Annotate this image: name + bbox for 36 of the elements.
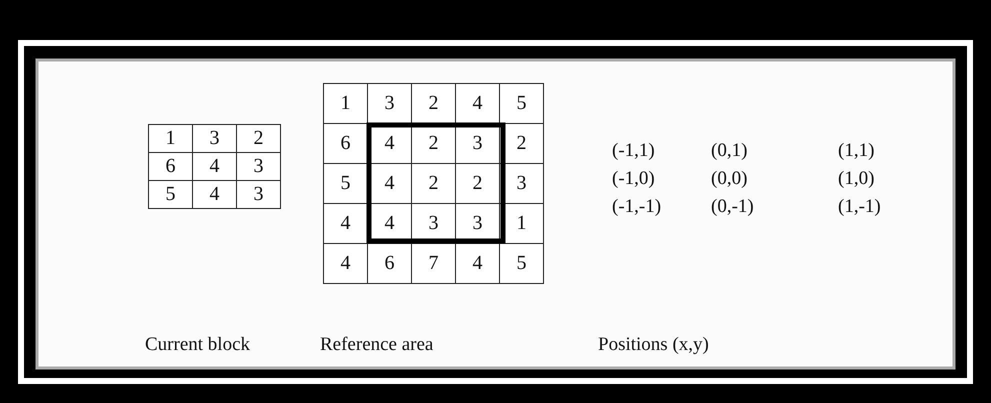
table-cell: 3 [192,124,237,153]
table-cell: 5 [499,243,544,284]
table-cell: 4 [323,203,368,244]
position-coordinate: (1,0) [838,168,874,190]
table-cell: 3 [236,152,281,181]
caption: Current block [145,334,250,356]
table-cell: 2 [455,163,500,204]
position-coordinate: (0,0) [711,168,748,190]
table-cell: 4 [455,243,500,284]
table-cell: 1 [323,83,368,124]
table-cell: 2 [411,163,456,204]
table-cell: 3 [367,83,412,124]
table-cell: 7 [411,243,456,284]
table-cell: 3 [236,180,281,209]
caption: Reference area [320,334,434,356]
position-coordinate: (0,1) [711,140,748,162]
table-cell: 2 [236,124,281,153]
position-coordinate: (0,-1) [711,196,754,218]
position-coordinate: (-1,1) [612,140,655,162]
caption: Positions (x,y) [598,334,709,356]
table-cell: 4 [455,83,500,124]
position-coordinate: (-1,0) [612,168,655,190]
table-cell: 2 [411,83,456,124]
table-cell: 4 [192,152,237,181]
position-coordinate: (1,1) [838,140,874,162]
position-coordinate: (-1,-1) [612,196,662,218]
table-cell: 6 [323,123,368,164]
table-cell: 6 [148,152,193,181]
table-cell: 4 [323,243,368,284]
position-coordinate: (1,-1) [838,196,881,218]
table-cell: 5 [499,83,544,124]
table-cell: 4 [192,180,237,209]
table-cell: 5 [148,180,193,209]
table-cell: 5 [323,163,368,204]
table-cell: 6 [367,243,412,284]
table-cell: 1 [148,124,193,153]
